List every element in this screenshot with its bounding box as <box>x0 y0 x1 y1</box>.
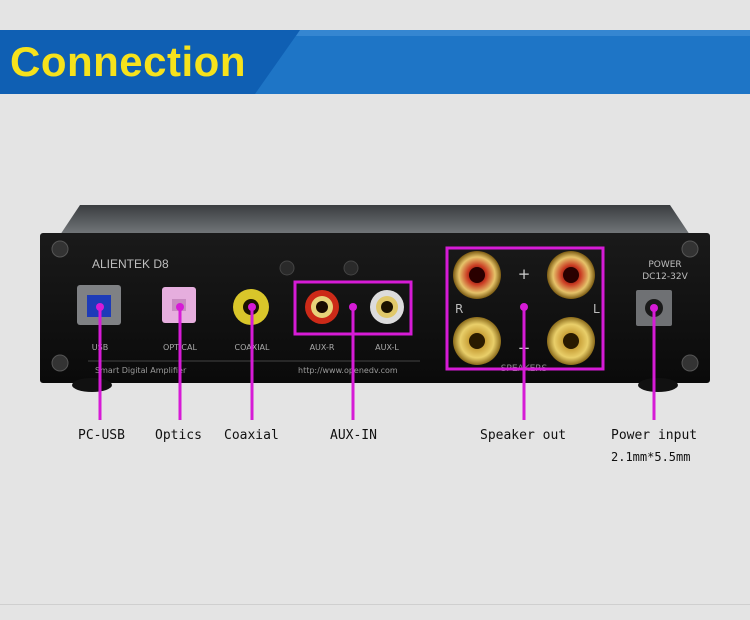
callout-speaker-out: Speaker out <box>480 428 567 443</box>
callout-aux-in: AUX-IN <box>330 428 377 443</box>
speaker-l-label: L <box>593 302 600 316</box>
subtitle-text: Smart Digital Amplifier <box>95 366 187 375</box>
brand-text: ALIENTEK D8 <box>92 257 169 271</box>
aux-r-panel-label: AUX-R <box>310 343 335 352</box>
power-panel-label: POWER <box>648 260 681 270</box>
url-text: http://www.openedv.com <box>298 366 398 375</box>
callout-power-input: Power input <box>611 428 698 443</box>
bottom-divider <box>0 604 750 605</box>
callout-power-size: 2.1mm*5.5mm <box>611 450 691 464</box>
callout-coaxial: Coaxial <box>224 428 279 443</box>
callout-optics: Optics <box>155 428 202 443</box>
aux-l-panel-label: AUX-L <box>375 343 399 352</box>
header-banner <box>0 30 750 94</box>
page-title: Connection <box>10 38 246 85</box>
plus-sign: + <box>518 265 531 283</box>
power-spec-label: DC12-32V <box>642 272 688 282</box>
speaker-r-label: R <box>455 302 463 316</box>
callout-pc-usb: PC-USB <box>78 428 125 443</box>
